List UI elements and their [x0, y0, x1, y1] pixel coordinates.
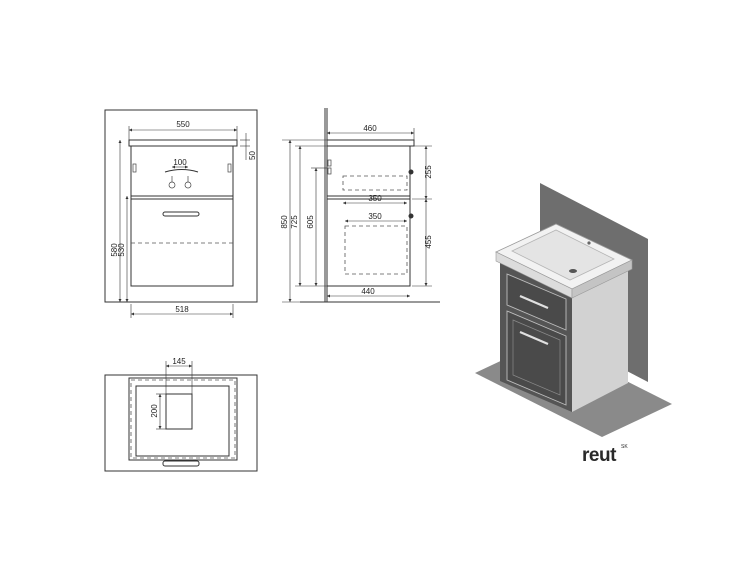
dim-cutout-width: 145 [172, 357, 186, 366]
top-view-frame [104, 374, 258, 472]
dim-side-height-lower: 605 [306, 215, 315, 229]
dim-drawer-upper-height: 255 [424, 165, 433, 179]
front-view-frame [104, 109, 258, 303]
dim-cutout-depth: 200 [150, 404, 159, 418]
front-countertop [128, 139, 238, 147]
dim-side-height-floor: 850 [280, 215, 289, 229]
render-cabinet-side [572, 263, 628, 412]
top-view: 145 200 [104, 357, 258, 472]
top-view-cabinet [128, 377, 238, 461]
render-drain-icon [569, 269, 577, 273]
front-cabinet-body [130, 145, 234, 287]
brand-logo: reut SK [582, 444, 628, 466]
lower-drawer-box [344, 225, 408, 275]
brand-name: reut [582, 445, 617, 466]
render-lower-drawer [506, 310, 567, 406]
upper-drawer-box [342, 175, 408, 191]
dim-front-width-top: 550 [176, 120, 190, 129]
dim-top-thickness: 50 [248, 151, 257, 160]
render-lower-handle-icon [519, 330, 549, 346]
dim-drawer-lower-depth: 350 [368, 212, 382, 221]
top-view-cutout [165, 393, 193, 430]
upper-drawer-handle-icon [164, 169, 199, 173]
dim-drawer-upper-depth: 350 [368, 194, 382, 203]
dim-side-depth-top: 460 [363, 124, 377, 133]
dim-handle-spacing: 100 [173, 158, 187, 167]
dim-front-height-total: 580 [110, 243, 119, 257]
dim-side-depth-bottom: 440 [361, 287, 375, 296]
lower-drawer-handle-icon [162, 211, 200, 217]
dim-front-width-bottom: 518 [175, 305, 189, 314]
dim-front-height-body: 530 [117, 243, 126, 257]
cabinet-3d-render [475, 183, 672, 437]
render-basin [511, 229, 615, 281]
dim-side-height-mid: 725 [290, 215, 299, 229]
brand-mark: SK [621, 444, 628, 450]
top-view-handle-icon [162, 460, 200, 467]
dim-drawer-lower-height: 455 [424, 235, 433, 249]
top-view-drawer [135, 385, 230, 457]
side-view: 460 850 725 605 255 455 350 350 440 [280, 108, 440, 303]
side-countertop [326, 139, 415, 147]
render-upper-handle-icon [519, 294, 549, 310]
front-view: 550 100 50 580 530 518 [104, 109, 258, 318]
